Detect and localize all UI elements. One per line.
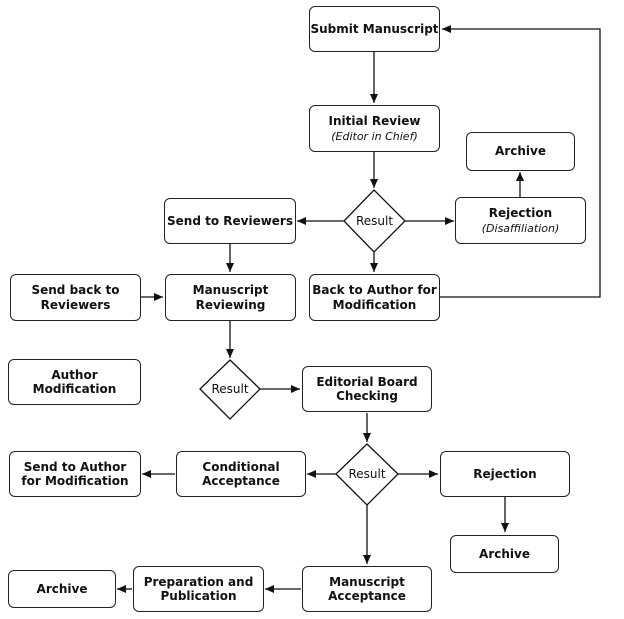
node-title: Archive	[479, 546, 530, 561]
node-title: Editorial Board Checking	[316, 374, 418, 403]
node-title: Manuscript Reviewing	[192, 283, 269, 312]
node-send-to-reviewers: Send to Reviewers	[164, 198, 296, 244]
node-title: Author Modification	[32, 367, 117, 396]
node-back-to-author: Back to Author for Modification	[309, 274, 440, 321]
node-subtitle: (Disaffiliation)	[481, 222, 560, 236]
node-title: Rejection	[473, 466, 537, 481]
decision-label-2: Result	[211, 382, 249, 396]
node-title: Submit Manuscript	[310, 21, 439, 36]
decision-diamond-2	[199, 359, 261, 420]
node-subtitle: (Editor in Chief)	[331, 130, 418, 144]
node-title: Archive	[495, 144, 546, 159]
node-rejection-top: Rejection (Disaffiliation)	[455, 197, 586, 244]
node-title: Archive	[36, 581, 88, 596]
node-initial-review: Initial Review (Editor in Chief)	[309, 105, 440, 152]
node-rejection-bottom: Rejection	[440, 451, 570, 497]
node-title: Send back to Reviewers	[31, 283, 120, 312]
decision-label-3: Result	[348, 467, 386, 481]
node-manuscript-reviewing: Manuscript Reviewing	[165, 274, 296, 321]
node-title: Initial Review	[328, 113, 421, 128]
node-editorial-board-checking: Editorial Board Checking	[302, 366, 432, 412]
node-title: Manuscript Acceptance	[328, 574, 406, 603]
node-conditional-acceptance: Conditional Acceptance	[176, 451, 306, 497]
node-preparation-publication: Preparation and Publication	[133, 566, 264, 612]
node-send-to-author: Send to Author for Modification	[9, 451, 141, 497]
node-archive-bottom: Archive	[8, 570, 116, 608]
node-submit-manuscript: Submit Manuscript	[309, 6, 440, 52]
node-manuscript-acceptance: Manuscript Acceptance	[302, 566, 432, 612]
node-title: Preparation and Publication	[143, 574, 254, 603]
edge-back-to-author-to-submit	[439, 25, 601, 298]
node-title: Send to Reviewers	[167, 213, 293, 228]
node-send-back-to-reviewers: Send back to Reviewers	[10, 274, 141, 321]
node-title: Rejection	[488, 205, 553, 220]
decision-diamond-3	[335, 443, 399, 506]
node-title: Conditional Acceptance	[202, 459, 280, 488]
node-archive-mid: Archive	[450, 535, 559, 573]
node-title: Send to Author for Modification	[21, 459, 129, 488]
node-author-modification: Author Modification	[8, 359, 141, 405]
node-archive-top: Archive	[466, 132, 575, 171]
decision-diamond-1	[343, 189, 406, 253]
node-title: Back to Author for Modification	[312, 283, 437, 312]
decision-label-1: Result	[355, 214, 394, 228]
